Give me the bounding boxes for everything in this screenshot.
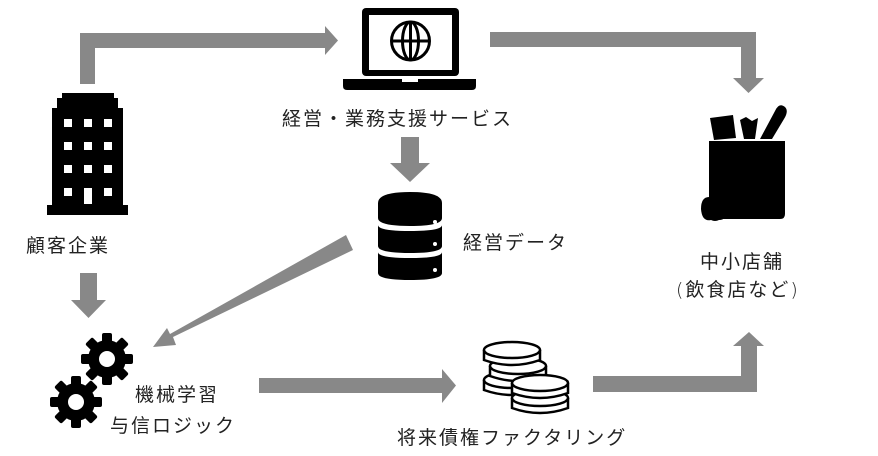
- arrow-service-to-data: [390, 137, 430, 182]
- arrow-ml-to-factoring: [259, 369, 456, 403]
- store-label-line1: 中小店舗: [700, 251, 785, 273]
- client-company-label: 顧客企業: [26, 235, 111, 257]
- laptop-globe-icon: [343, 8, 476, 90]
- arrow-service-to-store: [490, 32, 764, 93]
- business-data-label: 経営データ: [463, 232, 569, 254]
- gears-icon: [50, 333, 133, 428]
- ml-label-line2: 与信ロジック: [110, 415, 237, 437]
- service-label: 経営・業務支援サービス: [282, 108, 514, 130]
- factoring-label: 将来債権ファクタリング: [397, 427, 628, 449]
- arrow-data-to-ml: [153, 235, 353, 347]
- store-label-line2: (飲食店など): [676, 279, 800, 301]
- arrow-client-to-ml: [71, 273, 106, 318]
- arrow-factoring-to-store: [593, 332, 764, 392]
- database-icon: [378, 192, 442, 280]
- grocery-bag-icon: [701, 105, 787, 221]
- office-building-icon: [47, 93, 128, 215]
- coins-icon: [482, 340, 570, 415]
- ml-label-line1: 機械学習: [135, 384, 220, 406]
- arrow-client-to-service: [80, 26, 338, 84]
